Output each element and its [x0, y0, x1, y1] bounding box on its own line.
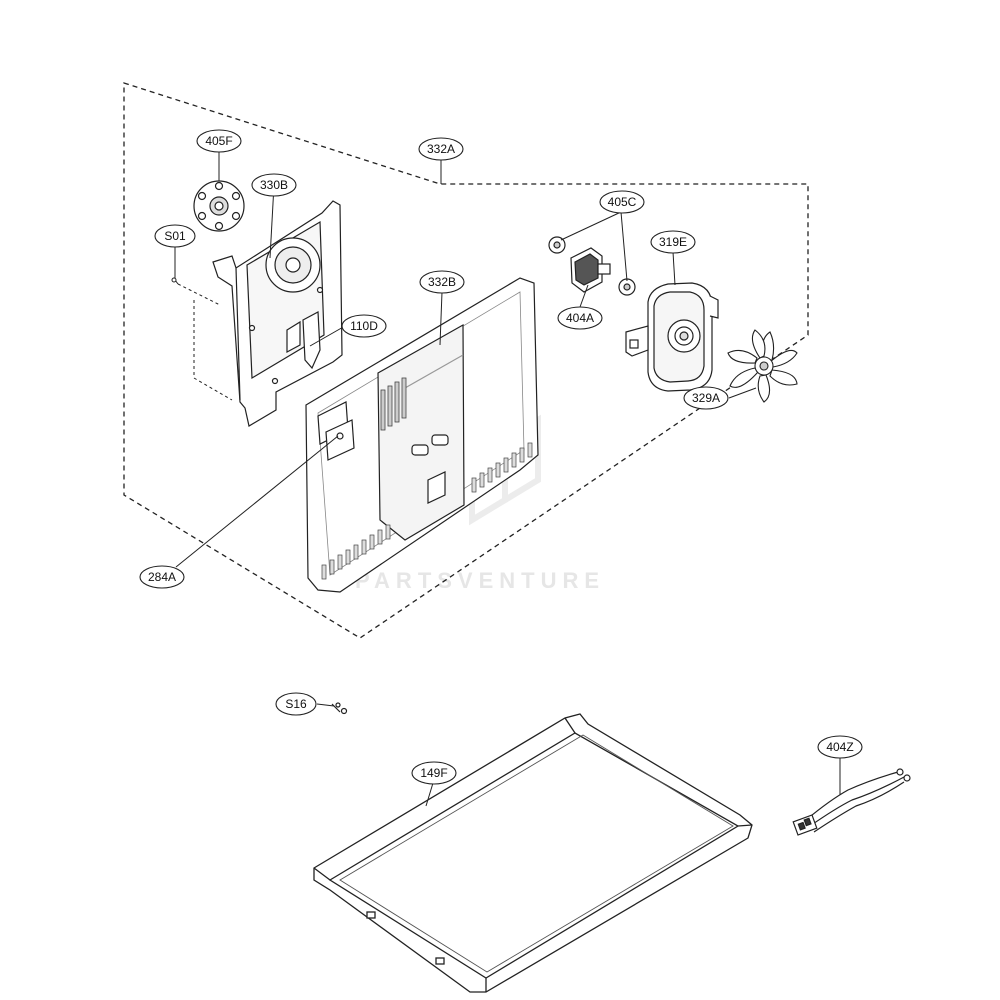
part-duct-cover-332B	[305, 277, 539, 593]
callout-405F: 405F	[196, 129, 242, 153]
callout-404A: 404A	[557, 306, 603, 330]
watermark-text: PARTSVENTURE	[355, 568, 605, 593]
callout-label: 330B	[260, 178, 288, 192]
callout-332A: 332A	[418, 137, 464, 161]
callout-label: 110D	[350, 319, 378, 333]
callout-149F: 149F	[411, 761, 457, 785]
part-grommet-405C-b	[618, 278, 636, 296]
callout-label: 332B	[428, 275, 456, 289]
callout-110D: 110D	[341, 314, 387, 338]
callout-332B: 332B	[419, 270, 465, 294]
part-gasket-405F	[193, 180, 245, 232]
callout-label: S16	[285, 697, 307, 711]
callout-label: 329A	[692, 391, 720, 405]
leader-lines	[174, 151, 841, 807]
callout-284A: 284A	[139, 565, 185, 589]
callout-329A: 329A	[683, 386, 729, 410]
part-fan-shroud-319E	[625, 282, 719, 392]
callout-label: 319E	[659, 235, 687, 249]
callout-label: 149F	[420, 766, 447, 780]
assembly-boundary	[123, 82, 809, 639]
callout-405C: 405C	[599, 190, 645, 214]
part-grommet-405C-a	[548, 236, 566, 254]
part-screw-S16	[331, 702, 348, 715]
callout-319E: 319E	[650, 230, 696, 254]
callout-S16: S16	[275, 692, 317, 716]
callout-label: 404A	[566, 311, 594, 325]
callout-label: 332A	[427, 142, 455, 156]
callout-label: 405C	[608, 195, 637, 209]
callout-label: 404Z	[826, 740, 853, 754]
part-shelf-149F	[313, 713, 753, 993]
callout-S01: S01	[154, 224, 196, 248]
callout-label: S01	[164, 229, 186, 243]
part-wire-harness-404Z	[792, 768, 911, 836]
part-motor-404A	[570, 247, 611, 293]
part-screw-S01	[171, 277, 233, 401]
part-bracket-330B	[212, 200, 343, 427]
callout-404Z: 404Z	[817, 735, 863, 759]
callout-label: 284A	[148, 570, 176, 584]
callout-label: 405F	[205, 134, 232, 148]
callout-330B: 330B	[251, 173, 297, 197]
part-fan-blade-329A	[727, 329, 798, 403]
